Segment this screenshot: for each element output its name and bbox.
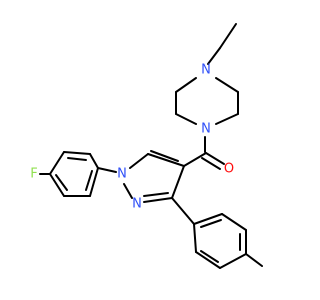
bond-pip-c6-n1 (175, 77, 197, 93)
bond-n1-aryl (97, 167, 117, 173)
bonds (39, 23, 263, 269)
bond-tolyl-methyl (245, 253, 263, 267)
bond-pyrazole-n1-n2 (123, 183, 133, 199)
bond-carbonyl-c-o-2 (201, 157, 221, 170)
bond-tolyl-inner-3 (200, 250, 219, 263)
bond-tolyl-1 (193, 213, 223, 225)
bond-fphenyl-3 (49, 151, 65, 175)
bond-tolyl-2 (221, 213, 247, 231)
bond-tolyl-4 (219, 253, 247, 269)
atom-labels: N N O N N F (30, 63, 234, 212)
structure-canvas: N N O N N F (30, 23, 263, 269)
bond-pip-n1-c2 (215, 77, 239, 93)
atom-n-piperazine-top: N (201, 63, 211, 78)
atom-f-fluoro: F (30, 167, 37, 182)
bond-tolyl-inner-1 (200, 219, 222, 228)
bond-pyrazole-c3-tolyl (171, 197, 195, 225)
bond-pyrazole-n2-c3-inner (143, 192, 169, 197)
molecule-drawing: N N O N N F (30, 23, 263, 269)
atom-n-pyrazole-1: N (117, 167, 127, 182)
atom-o-carbonyl: O (224, 162, 234, 177)
bond-ethyl-ch3-ch2 (219, 23, 237, 49)
bond-pip-n4-c5 (175, 113, 197, 125)
bond-fphenyl-inner-2 (55, 174, 68, 191)
bond-pyrazole-n2-c3 (143, 197, 173, 203)
bond-ethyl-ch2-n (207, 47, 221, 65)
bond-fphenyl-inner-3 (85, 170, 93, 191)
bond-carbonyl-c-pyrazole-c4 (183, 152, 207, 167)
bond-fphenyl-6 (89, 167, 99, 197)
bond-pyrazole-c5-n1 (129, 153, 149, 169)
bond-pyrazole-c4-c5-inner (150, 150, 179, 162)
bond-fphenyl-1 (89, 153, 99, 169)
bond-fphenyl-4 (49, 173, 65, 197)
bond-pip-c3-n4 (215, 113, 239, 125)
bond-tolyl-6 (193, 223, 197, 253)
bond-pyrazole-c3-c4 (171, 165, 185, 199)
bond-fphenyl-2 (63, 151, 91, 155)
atom-n-pyrazole-2: N (132, 197, 142, 212)
bond-pyrazole-c4-c5 (147, 153, 185, 167)
bond-tolyl-5 (195, 251, 221, 269)
atom-n-piperazine-bottom: N (201, 122, 211, 137)
bond-fphenyl-inner-1 (67, 157, 87, 161)
bond-carbonyl-c-o-1 (205, 152, 225, 165)
